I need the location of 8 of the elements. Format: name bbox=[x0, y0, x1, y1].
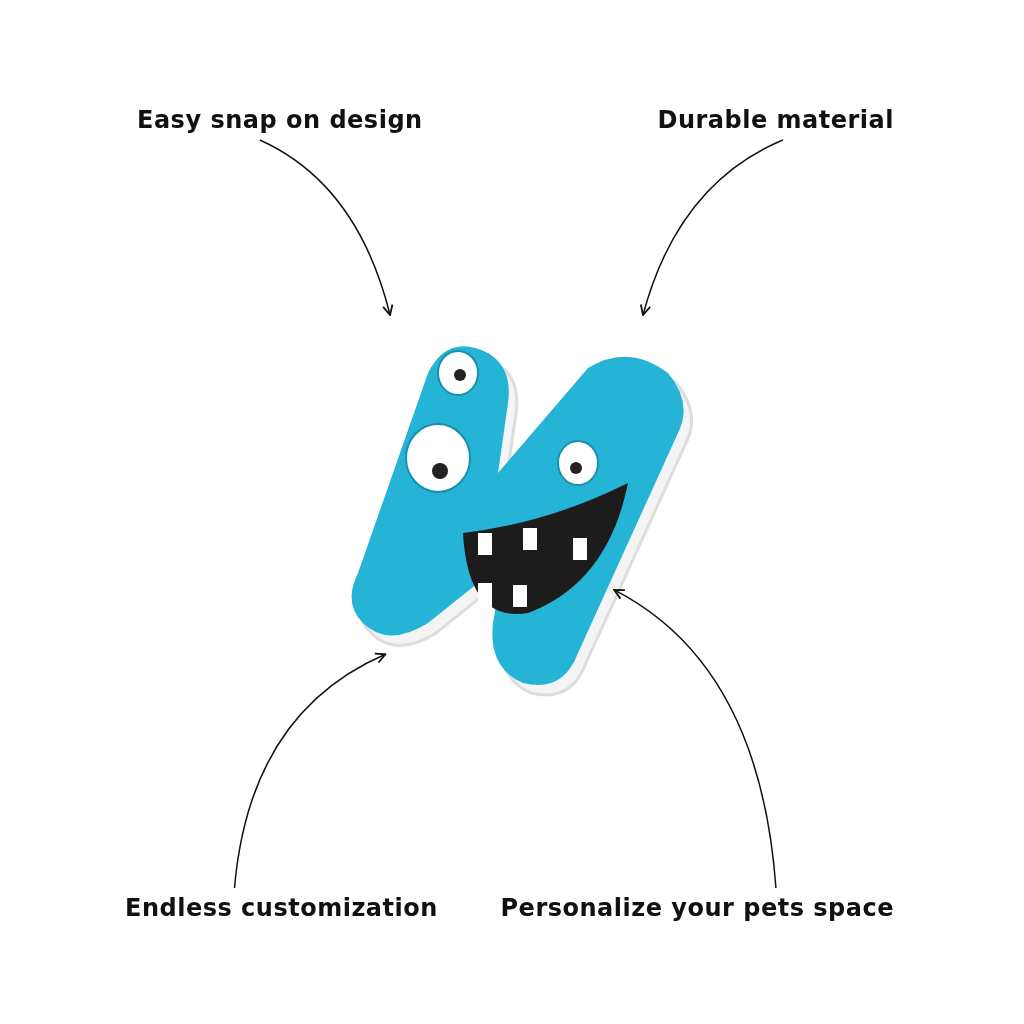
callout-text: Personalize your pets space bbox=[500, 888, 894, 928]
curved-arrow bbox=[640, 139, 784, 316]
callout-text: Endless customization bbox=[125, 888, 438, 928]
callout-text: Durable material bbox=[657, 100, 894, 140]
curved-arrow bbox=[613, 589, 777, 889]
curved-arrow bbox=[233, 653, 387, 889]
curved-arrow bbox=[259, 139, 394, 316]
callout-text: Easy snap on design bbox=[137, 100, 423, 140]
